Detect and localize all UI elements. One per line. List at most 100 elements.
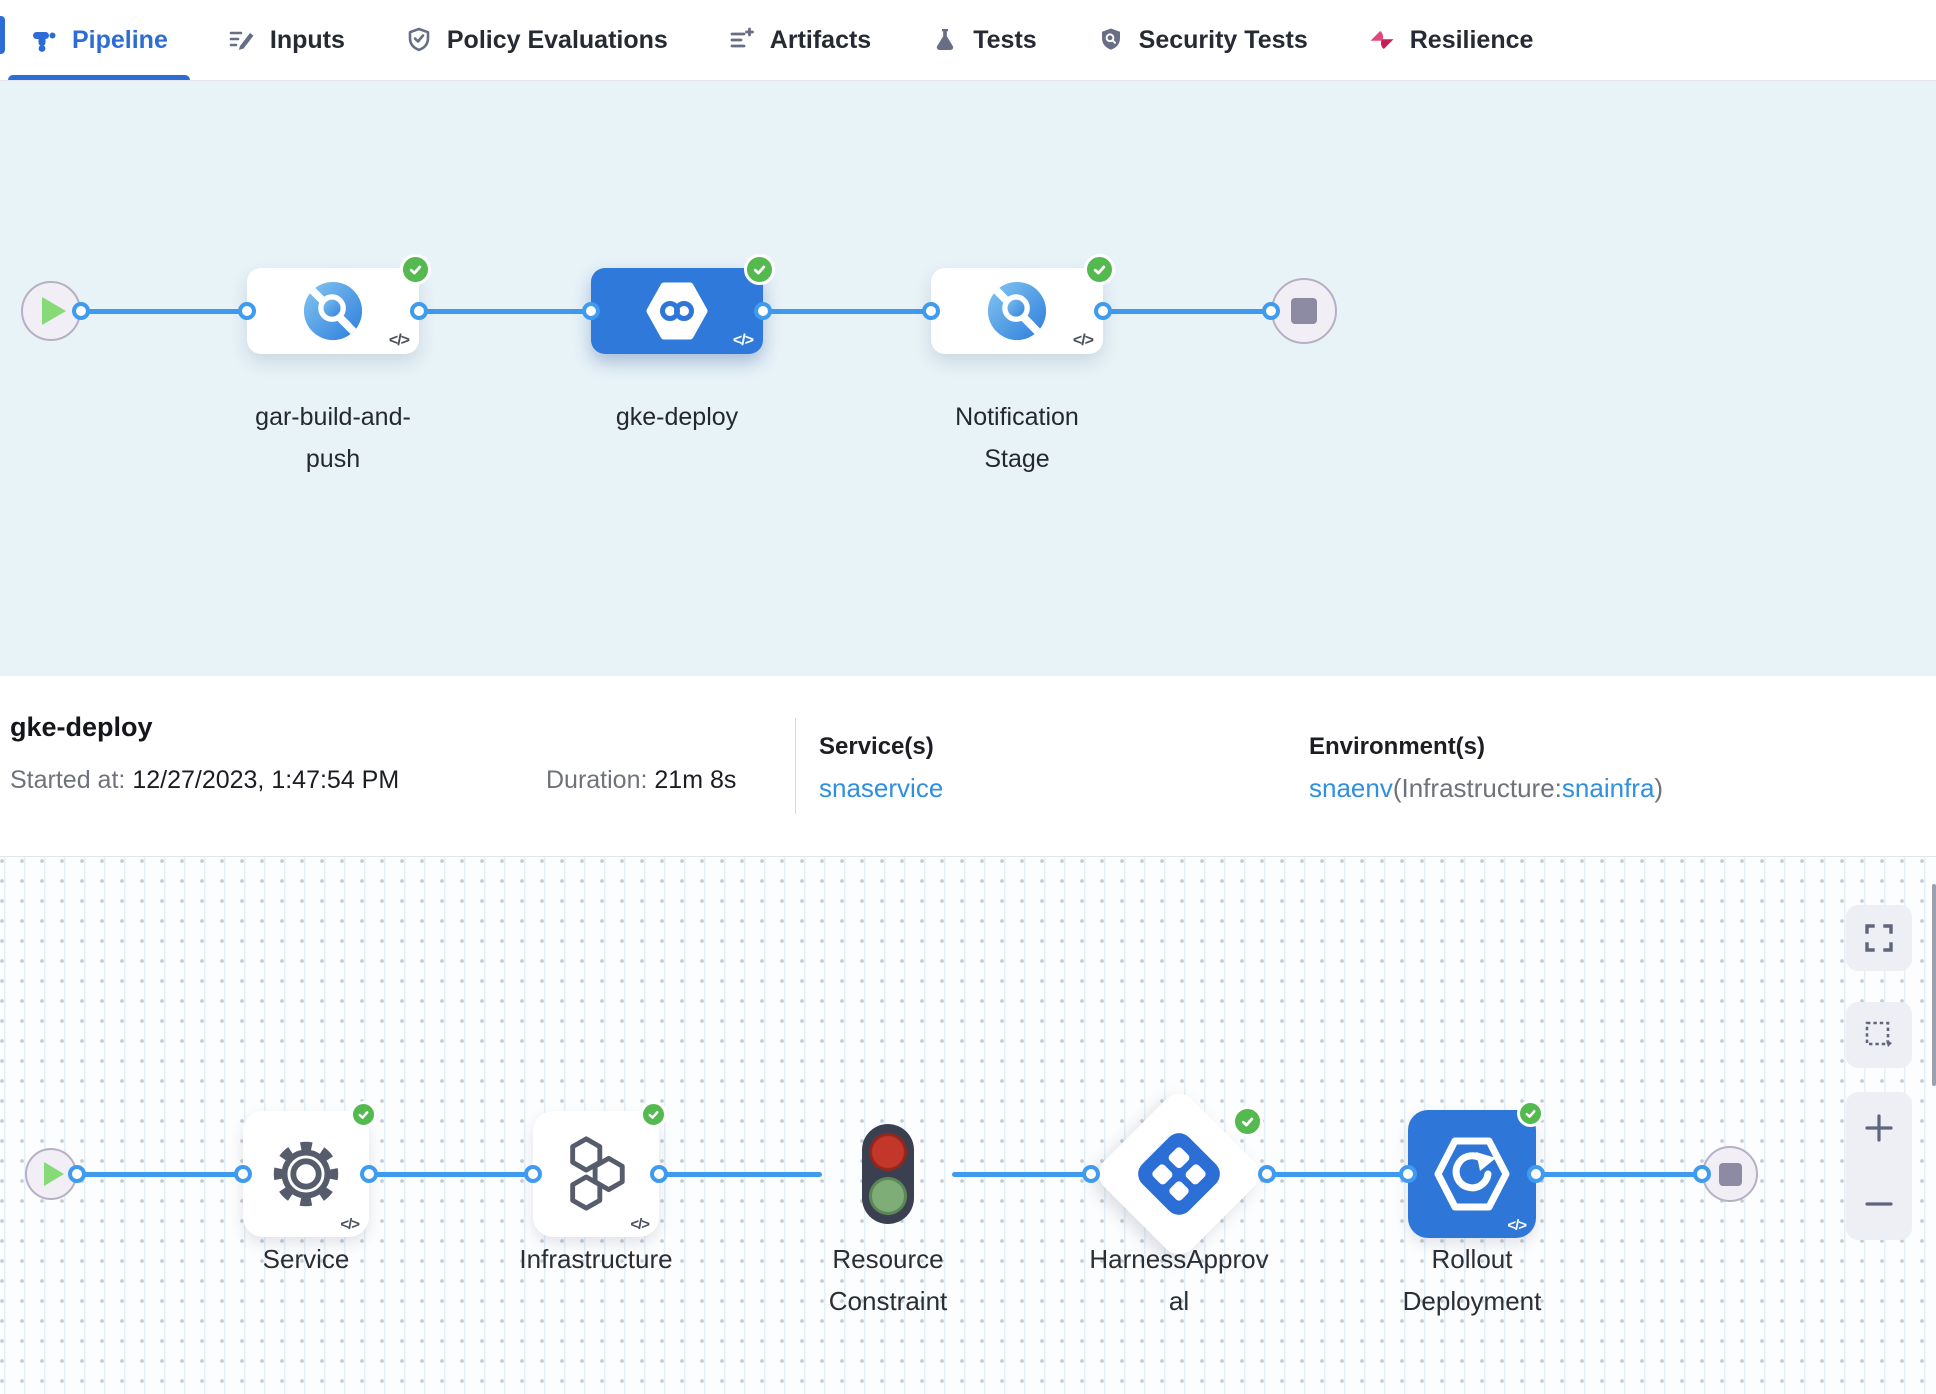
zoom-in-icon[interactable] — [1863, 1112, 1895, 1144]
stage-node-gar-build-and-push[interactable]: </> — [247, 254, 431, 354]
left-accent-bar — [0, 16, 5, 54]
pipeline-icon — [30, 26, 58, 54]
port — [1693, 1165, 1711, 1183]
pipeline-end-node — [1271, 278, 1337, 344]
play-icon — [44, 1162, 64, 1186]
ci-stage-icon — [303, 281, 363, 341]
zoom-out-icon[interactable] — [1863, 1188, 1895, 1220]
pipeline-start-node — [21, 281, 81, 341]
edge-stage2-to-stage3 — [763, 308, 931, 314]
tab-inputs[interactable]: Inputs — [228, 0, 345, 80]
environment-value: snaenv(Infrastructure:snainfra) — [1309, 773, 1663, 804]
port — [360, 1165, 378, 1183]
infrastructure-prefix: (Infrastructure: — [1392, 773, 1562, 803]
infrastructure-link[interactable]: snainfra — [1561, 773, 1655, 803]
green-light-icon — [869, 1177, 907, 1215]
play-icon — [42, 297, 66, 325]
edge-approval-to-rollout — [1267, 1171, 1408, 1177]
stage-node-notification-stage[interactable]: </> — [931, 254, 1115, 354]
tab-label: Tests — [973, 25, 1037, 54]
tab-label: Pipeline — [72, 25, 168, 54]
duration-label: Duration: — [546, 766, 648, 794]
duration: Duration: 21m 8s — [546, 766, 736, 795]
edge-service-to-infrastructure — [369, 1171, 533, 1177]
stage-label: gar-build-and-push — [255, 403, 411, 473]
service-link-wrap: snaservice — [819, 773, 943, 804]
zoom-controls — [1846, 1092, 1912, 1240]
tab-security-tests[interactable]: Security Tests — [1097, 0, 1308, 80]
chaos-pinwheel-icon — [1368, 26, 1396, 54]
marquee-select-button[interactable] — [1846, 1002, 1912, 1068]
selected-stage-title: gke-deploy — [10, 712, 153, 742]
edge-stage1-to-stage2 — [419, 308, 591, 314]
service-link[interactable]: snaservice — [819, 773, 944, 803]
gear-icon — [273, 1141, 339, 1207]
success-badge-icon — [400, 254, 431, 285]
stage-graph-canvas: </> </> — [0, 81, 1936, 676]
stage-label: Notification Stage — [955, 403, 1079, 473]
tab-resilience[interactable]: Resilience — [1368, 0, 1534, 80]
success-badge-icon — [350, 1101, 377, 1128]
success-badge-icon — [1517, 1100, 1544, 1127]
success-badge-icon — [640, 1101, 667, 1128]
stage-label: gke-deploy — [615, 403, 739, 431]
tab-label: Security Tests — [1138, 25, 1308, 54]
tab-label: Resilience — [1409, 25, 1534, 54]
duration-value: 21m 8s — [654, 766, 737, 794]
step-label: HarnessApproval — [1089, 1244, 1269, 1316]
port — [524, 1165, 542, 1183]
cd-stage-icon — [646, 282, 708, 340]
edge-stage3-to-end — [1103, 308, 1271, 314]
step-node-service[interactable]: </> — [243, 1101, 377, 1237]
step-label: Rollout Deployment — [1402, 1244, 1542, 1316]
edge-infrastructure-to-constraint — [659, 1171, 822, 1177]
fullscreen-button[interactable] — [1846, 905, 1912, 971]
red-light-icon — [869, 1133, 907, 1171]
execution-details-bar: gke-deploy Started at: 12/27/2023, 1:47:… — [0, 676, 1936, 857]
stop-icon — [1718, 1162, 1742, 1186]
edge-start-to-stage1 — [81, 308, 247, 314]
stage-node-gke-deploy[interactable]: </> — [591, 254, 775, 354]
services-label: Service(s) — [819, 733, 934, 760]
port — [1262, 302, 1280, 320]
environment-link[interactable]: snaenv — [1309, 773, 1393, 803]
step-label: Resource Constraint — [828, 1244, 948, 1316]
canvas-scrollbar[interactable] — [1932, 884, 1936, 1086]
tab-label: Policy Evaluations — [446, 25, 668, 54]
tab-policy-evaluations[interactable]: Policy Evaluations — [405, 0, 668, 80]
list-plus-icon — [728, 26, 756, 54]
step-node-rollout-deployment[interactable]: </> — [1408, 1100, 1544, 1238]
port — [234, 1165, 252, 1183]
port — [650, 1165, 668, 1183]
stage-yaml-glyph: </> — [1072, 332, 1094, 349]
tab-pipeline[interactable]: Pipeline — [8, 0, 190, 80]
stage-yaml-glyph: </> — [388, 332, 410, 349]
started-at-value: 12/27/2023, 1:47:54 PM — [132, 766, 400, 794]
inputs-icon — [228, 26, 256, 54]
success-badge-icon — [1232, 1106, 1263, 1137]
step-node-resource-constraint[interactable] — [862, 1124, 914, 1224]
port — [72, 302, 90, 320]
stop-icon — [1291, 298, 1317, 324]
approval-diamond-icon — [1132, 1127, 1226, 1221]
port — [754, 302, 772, 320]
port — [238, 302, 256, 320]
tab-tests[interactable]: Tests — [931, 0, 1037, 80]
port — [1258, 1165, 1276, 1183]
tab-artifacts[interactable]: Artifacts — [728, 0, 871, 80]
execution-tabbar: Pipeline Inputs Polic — [0, 0, 1936, 81]
step-label: Service — [262, 1244, 350, 1274]
edge-rollout-to-end — [1536, 1171, 1702, 1177]
stage-yaml-glyph: </> — [732, 332, 754, 349]
step-yaml-glyph: </> — [340, 1216, 360, 1233]
started-at-label: Started at: — [10, 766, 126, 794]
success-badge-icon — [744, 254, 775, 285]
step-node-infrastructure[interactable]: </> — [533, 1101, 667, 1237]
port — [1399, 1165, 1417, 1183]
port — [410, 302, 428, 320]
port — [68, 1165, 86, 1183]
marquee-select-icon — [1865, 1021, 1892, 1047]
port — [922, 302, 940, 320]
step-yaml-glyph: </> — [1507, 1217, 1527, 1234]
